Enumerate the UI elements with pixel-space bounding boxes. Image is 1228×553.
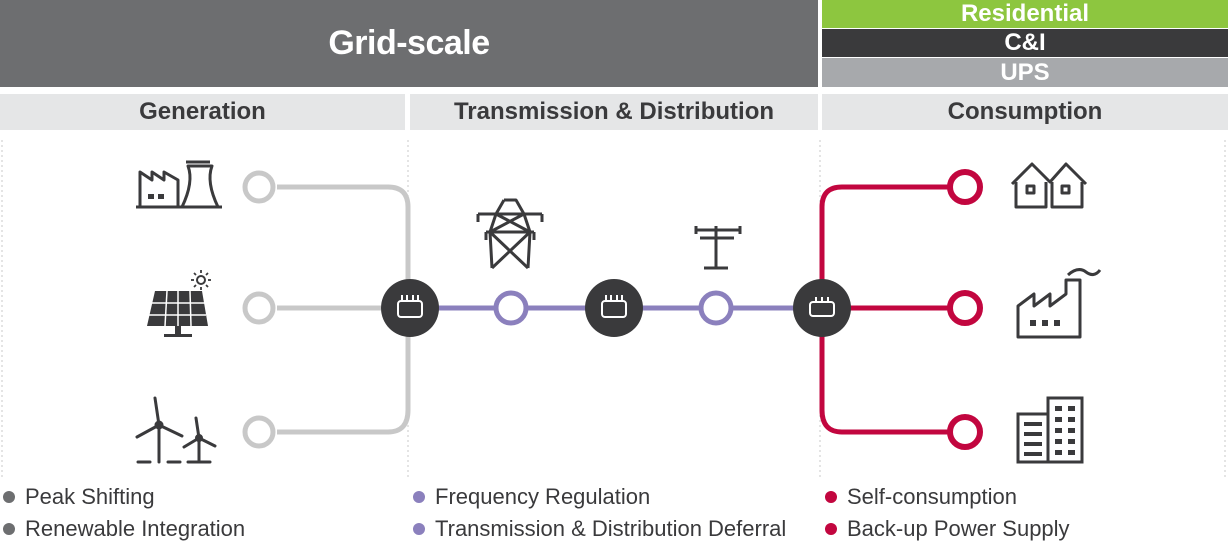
generation-header: Generation	[0, 94, 405, 130]
grid-scale-header: Grid-scale	[0, 0, 818, 87]
legend-item: Frequency Regulation	[413, 484, 650, 510]
td-node-2	[698, 290, 734, 326]
battery-storage-icon	[793, 279, 851, 337]
legend-dot	[3, 523, 15, 535]
legend-dot	[3, 491, 15, 503]
td-header: Transmission & Distribution	[410, 94, 818, 130]
consumption-node-factory	[947, 290, 983, 326]
legend-label: Back-up Power Supply	[847, 516, 1070, 541]
legend-item: Renewable Integration	[3, 516, 245, 542]
consumption-node-home	[947, 169, 983, 205]
legend-dot	[413, 491, 425, 503]
ups-label: UPS	[822, 58, 1228, 87]
legend-label: Peak Shifting	[25, 484, 155, 509]
legend-dot	[413, 523, 425, 535]
generation-node-wind	[242, 415, 276, 449]
consumption-header: Consumption	[822, 94, 1228, 130]
factory-icon	[1016, 268, 1102, 339]
legend-item: Peak Shifting	[3, 484, 155, 510]
legend-dot	[825, 491, 837, 503]
generation-node-plant	[242, 170, 276, 204]
consumption-node-building	[947, 414, 983, 450]
houses-icon	[1010, 162, 1088, 209]
legend-item: Back-up Power Supply	[825, 516, 1070, 542]
transmission-tower-icon	[476, 198, 544, 270]
legend-label: Frequency Regulation	[435, 484, 651, 509]
utility-pole-icon	[694, 226, 742, 270]
residential-label: Residential	[822, 0, 1228, 28]
office-building-icon	[1016, 396, 1084, 464]
ci-label: C&I	[822, 29, 1228, 57]
wind-turbine-icon	[135, 396, 217, 464]
battery-storage-icon	[585, 279, 643, 337]
td-node-1	[493, 290, 529, 326]
legend-dot	[825, 523, 837, 535]
legend-label: Self-consumption	[847, 484, 1017, 509]
legend-item: Self-consumption	[825, 484, 1017, 510]
legend-label: Renewable Integration	[25, 516, 246, 541]
solar-panel-icon	[147, 270, 211, 337]
generation-node-solar	[242, 291, 276, 325]
battery-storage-icon	[381, 279, 439, 337]
power-plant-icon	[136, 160, 222, 209]
legend-item: Transmission & Distribution Deferral	[413, 516, 786, 542]
legend-label: Transmission & Distribution Deferral	[435, 516, 787, 541]
